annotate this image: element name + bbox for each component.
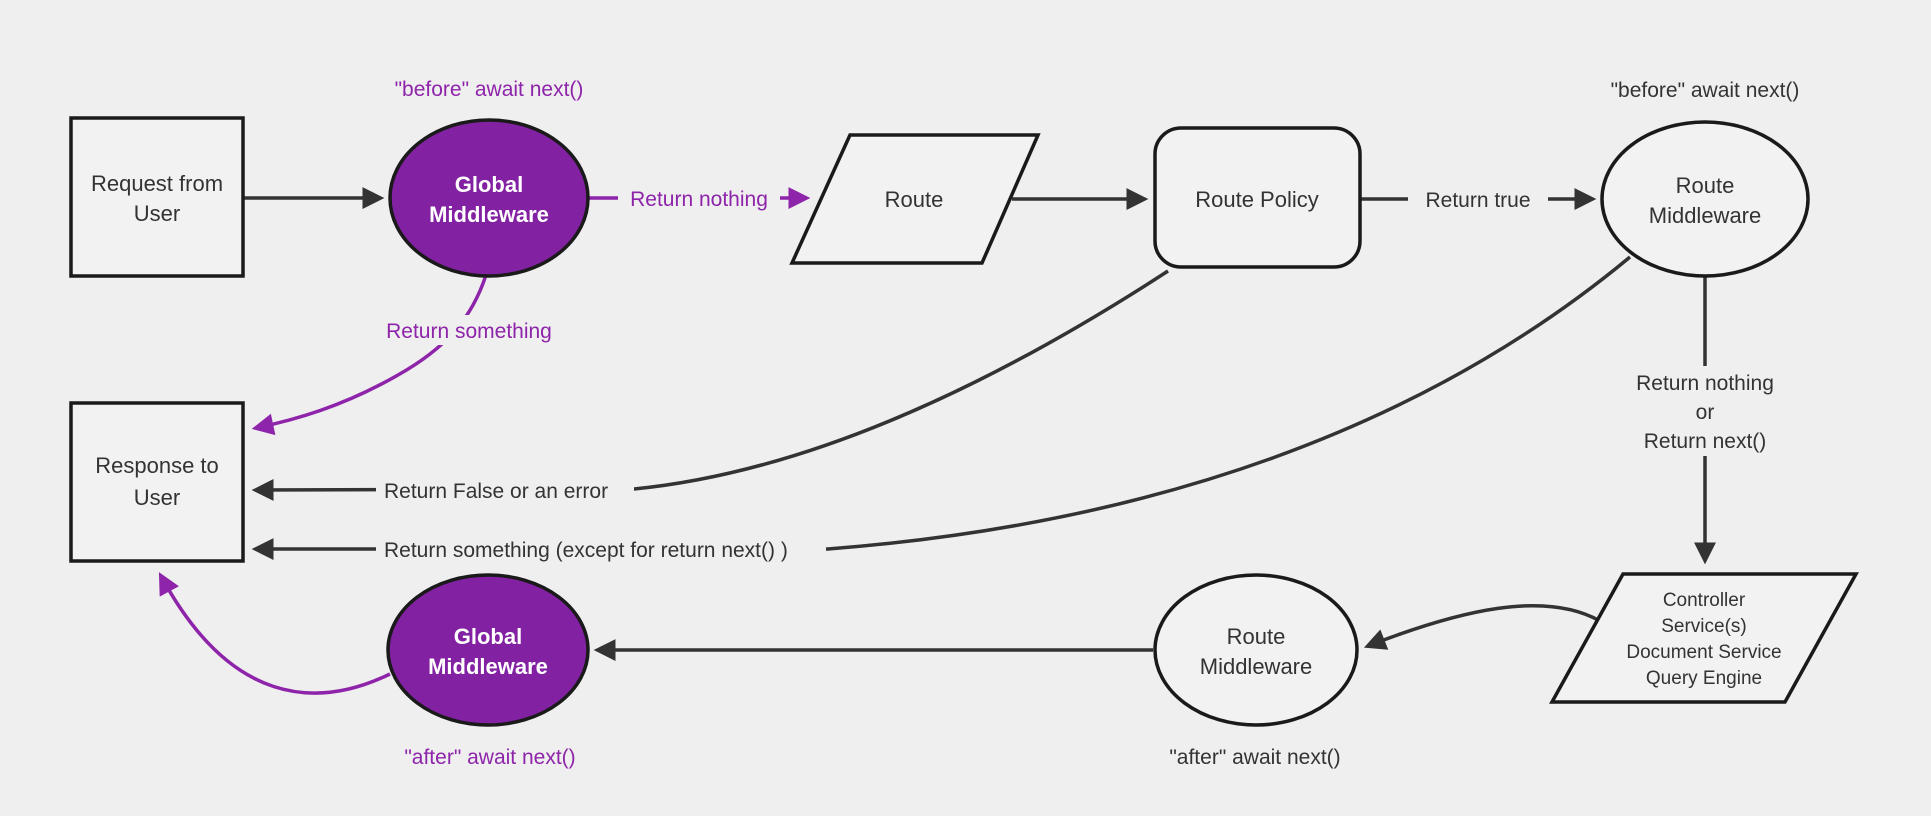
response-label-line1: Response to bbox=[95, 453, 219, 478]
edge-labels: "before" await next() "before" await nex… bbox=[376, 78, 1799, 769]
controller-line4: Query Engine bbox=[1646, 668, 1762, 689]
request-label-line1: Request from bbox=[91, 171, 223, 196]
node-route: Route bbox=[789, 133, 1041, 265]
controller-line1: Controller bbox=[1663, 590, 1746, 611]
request-label-line2: User bbox=[134, 201, 180, 226]
label-return-true: Return true bbox=[1408, 184, 1548, 214]
node-route-middleware-bottom: Route Middleware bbox=[1153, 573, 1359, 727]
label-return-nothing: Return nothing bbox=[618, 183, 780, 213]
node-response: Response to User bbox=[69, 401, 245, 563]
label-return-nothing-or-next-line2: or bbox=[1696, 401, 1715, 424]
label-return-true-bg bbox=[1408, 184, 1548, 214]
node-request: Request from User bbox=[69, 116, 245, 278]
route-middleware-top-line1: Route bbox=[1676, 173, 1735, 198]
route-middleware-bottom-ellipse bbox=[1153, 573, 1359, 727]
edge-global-top-to-response bbox=[251, 274, 488, 436]
request-box bbox=[69, 116, 245, 278]
node-global-middleware-top: Global Middleware bbox=[388, 118, 590, 278]
route-middleware-bottom-line2: Middleware bbox=[1200, 654, 1313, 679]
edges bbox=[158, 187, 1716, 695]
label-return-false-or-error: Return False or an error bbox=[376, 475, 634, 505]
global-middleware-top-line1: Global bbox=[455, 172, 523, 197]
edge-route-middleware-top-to-response bbox=[251, 255, 1632, 560]
label-return-something-except: Return something (except for return next… bbox=[376, 534, 826, 564]
label-return-nothing-text: Return nothing bbox=[630, 188, 768, 211]
controller-line3: Document Service bbox=[1626, 642, 1781, 663]
label-return-something-bg bbox=[378, 315, 560, 345]
label-return-true-text: Return true bbox=[1425, 189, 1530, 212]
label-return-nothing-bg bbox=[618, 183, 780, 213]
route-middleware-top-ellipse bbox=[1600, 120, 1810, 278]
global-middleware-bottom-line2: Middleware bbox=[428, 654, 548, 679]
label-return-something-text: Return something bbox=[386, 320, 552, 343]
node-route-middleware-top: Route Middleware bbox=[1600, 120, 1810, 278]
route-parallelogram bbox=[789, 133, 1041, 265]
label-before-await-global: "before" await next() bbox=[395, 78, 584, 101]
label-after-await-route: "after" await next() bbox=[1169, 746, 1340, 769]
label-return-nothing-or-next: Return nothing or Return next() bbox=[1620, 366, 1790, 456]
route-policy-label: Route Policy bbox=[1195, 187, 1319, 212]
node-global-middleware-bottom: Global Middleware bbox=[386, 573, 590, 727]
controller-line2: Service(s) bbox=[1661, 616, 1747, 637]
route-middleware-top-line2: Middleware bbox=[1649, 203, 1762, 228]
route-policy-box bbox=[1153, 126, 1362, 269]
response-box bbox=[69, 401, 245, 563]
global-middleware-bottom-line1: Global bbox=[454, 624, 522, 649]
label-return-something: Return something bbox=[378, 315, 560, 345]
label-return-nothing-or-next-line1: Return nothing bbox=[1636, 372, 1774, 395]
label-return-something-except-bg bbox=[376, 534, 826, 564]
global-middleware-top-ellipse bbox=[388, 118, 590, 278]
node-route-policy: Route Policy bbox=[1153, 126, 1362, 269]
controller-parallelogram bbox=[1549, 572, 1859, 704]
edge-global-bottom-to-response bbox=[158, 572, 391, 695]
label-return-nothing-or-next-line3: Return next() bbox=[1644, 430, 1767, 453]
response-label-line2: User bbox=[134, 485, 180, 510]
label-return-false-or-error-text: Return False or an error bbox=[384, 480, 608, 503]
label-return-nothing-or-next-bg bbox=[1620, 366, 1790, 456]
label-return-false-or-error-bg bbox=[376, 475, 634, 505]
node-controller-services: Controller Service(s) Document Service Q… bbox=[1549, 572, 1859, 704]
edge-policy-to-response bbox=[251, 269, 1169, 501]
global-middleware-bottom-ellipse bbox=[386, 573, 590, 727]
label-return-something-except-text: Return something (except for return next… bbox=[384, 539, 788, 562]
label-after-await-global: "after" await next() bbox=[404, 746, 575, 769]
route-middleware-bottom-line1: Route bbox=[1227, 624, 1286, 649]
edge-controller-to-route-middleware-bottom bbox=[1363, 604, 1601, 650]
route-label: Route bbox=[885, 187, 944, 212]
global-middleware-top-line2: Middleware bbox=[429, 202, 549, 227]
label-before-await-route: "before" await next() bbox=[1611, 79, 1800, 102]
